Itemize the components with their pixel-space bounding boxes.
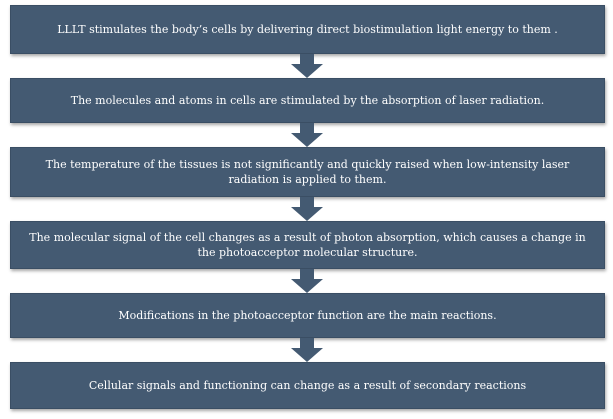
flow-step-1-text: LLLT stimulates the body’s cells by deli… xyxy=(57,23,558,36)
flow-step-5-text: Modifications in the photoacceptor funct… xyxy=(118,309,497,322)
flow-step-2: The molecules and atoms in cells are sti… xyxy=(10,78,605,123)
flow-step-5: Modifications in the photoacceptor funct… xyxy=(10,293,605,338)
flow-step-6: Cellular signals and functioning can cha… xyxy=(10,362,605,409)
flow-step-4-text: The molecular signal of the cell changes… xyxy=(29,231,586,259)
flow-step-3-text: The temperature of the tissues is not si… xyxy=(45,158,570,186)
down-arrow-icon xyxy=(291,338,323,362)
flow-step-4: The molecular signal of the cell changes… xyxy=(10,221,605,269)
down-arrow-icon xyxy=(291,123,323,147)
flow-step-2-text: The molecules and atoms in cells are sti… xyxy=(70,94,545,107)
flow-step-3: The temperature of the tissues is not si… xyxy=(10,147,605,197)
down-arrow-icon xyxy=(291,54,323,78)
down-arrow-icon xyxy=(291,197,323,221)
flow-step-1: LLLT stimulates the body’s cells by deli… xyxy=(10,5,605,54)
down-arrow-icon xyxy=(291,269,323,293)
flow-step-6-text: Cellular signals and functioning can cha… xyxy=(88,379,527,392)
